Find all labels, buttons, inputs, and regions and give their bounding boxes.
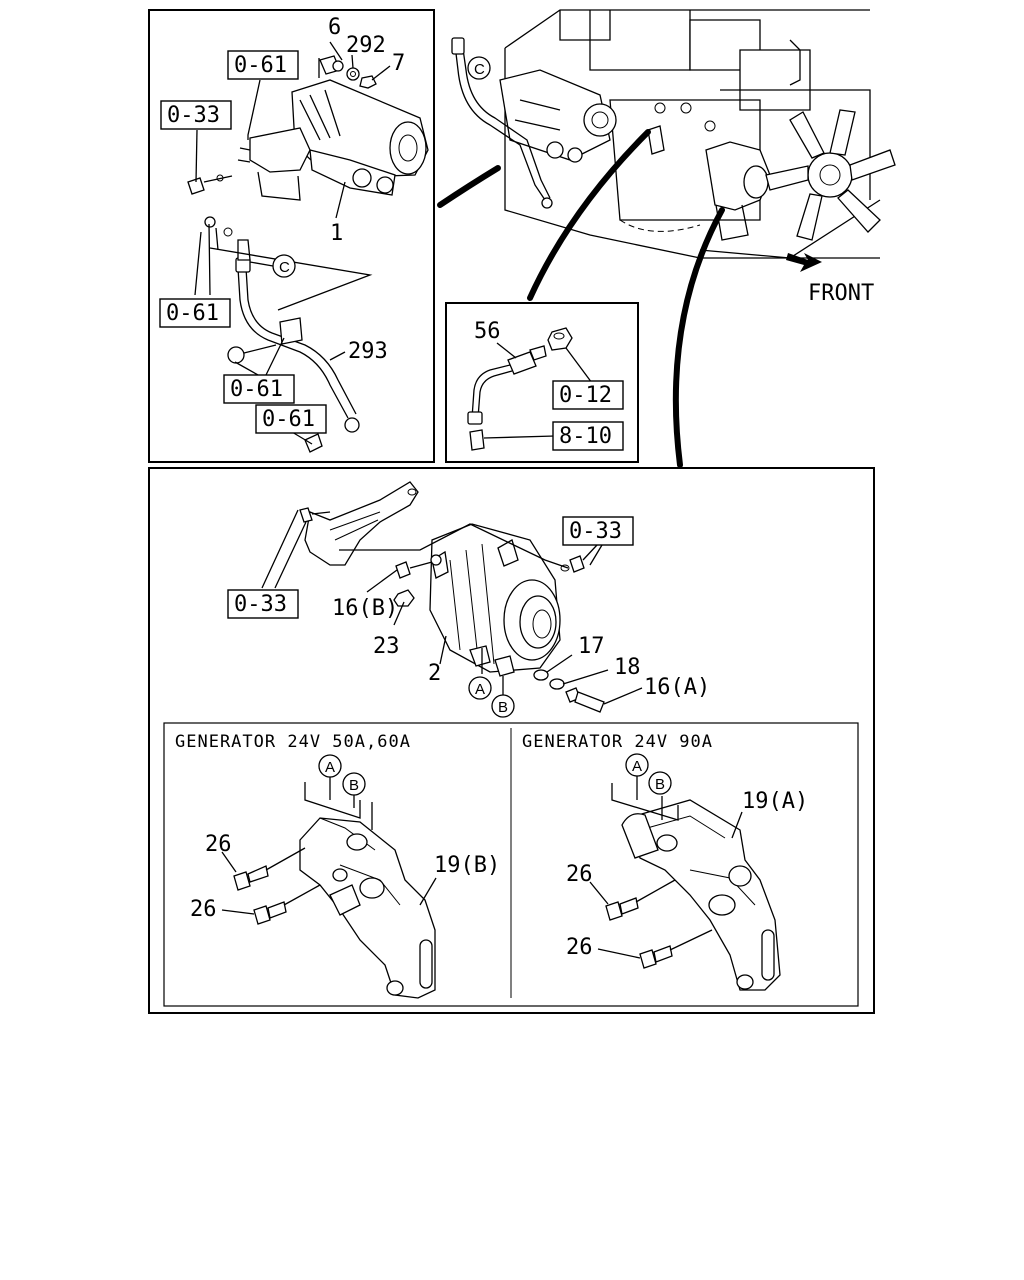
sensor-nut [547,327,573,351]
part-26-right-1: 26 [566,862,593,887]
part-17: 17 [578,634,605,659]
ref-033-left: 0-33 [167,103,220,128]
part-18: 18 [614,655,641,680]
leader-sensor [527,129,651,301]
ref-box-810 [552,421,624,451]
connector-a-right-label: A [632,758,642,775]
bolt-26-left-1 [233,871,251,891]
ref-012: 0-12 [559,383,612,408]
connector-b-left-label: B [349,777,359,794]
connector-b-gen [491,694,515,718]
nut-top [204,216,216,228]
connector-a-gen [468,676,492,700]
connector-b-right-label: B [655,776,665,793]
leader-starter [437,165,501,208]
part-26-left-1: 26 [205,832,232,857]
leader-generator [672,207,725,468]
part-6: 6 [328,15,341,40]
bolt-26-left-2 [253,905,271,925]
part-19b: 19(B) [434,853,500,878]
part-292: 292 [346,33,386,58]
starter-frame [148,9,435,463]
ref-box-061-bot [255,404,327,434]
connector-b-right [648,771,672,795]
connector-c-starter-label: C [279,259,290,276]
part-56: 56 [474,319,501,344]
part-19a: 19(A) [742,789,808,814]
engine-overview [451,9,896,272]
adjust-bracket [299,481,419,566]
part-16a: 16(A) [644,675,710,700]
part-16b: 16(B) [332,596,398,621]
ref-061-bot: 0-61 [262,407,315,432]
ref-033-gen-right: 0-33 [569,519,622,544]
starter-motor [237,55,429,201]
part-1: 1 [330,221,343,246]
ref-810: 8-10 [559,424,612,449]
front-arrow-icon [786,253,822,272]
bolt-26-right-1 [605,901,623,921]
connector-c-engine [467,56,491,80]
sensor-frame [445,302,639,463]
connector-c-engine-label: C [474,61,485,78]
ref-box-061-mid [159,298,231,328]
ref-033-gen-left: 0-33 [234,592,287,617]
panel-left-title: GENERATOR 24V 50A,60A [175,732,411,752]
bracket-variants-frame [163,722,859,1007]
generator [429,523,561,677]
panel-right-title: GENERATOR 24V 90A [522,732,713,752]
bolt-26-right-2 [639,949,657,969]
part-26-right-2: 26 [566,935,593,960]
connector-b-gen-label: B [498,699,508,716]
ref-box-033-left [160,100,232,130]
nut-23 [393,589,415,607]
ref-061-top: 0-61 [234,53,287,78]
battery-cable [227,239,360,433]
ref-061-low: 0-61 [230,377,283,402]
part-7: 7 [392,51,405,76]
part-2: 2 [428,661,441,686]
ref-box-033-gen-right [562,516,634,546]
ref-box-012 [552,380,624,410]
connector-a-left-label: A [325,759,335,776]
washer-17 [533,669,549,681]
ref-box-061-low [223,374,295,404]
fan-icon [765,109,896,241]
part-293: 293 [348,339,388,364]
ref-box-033-gen-left [227,589,299,619]
sensor-wire [467,345,547,451]
part-23: 23 [373,634,400,659]
bolt-16b [395,561,411,579]
washer-18 [549,678,565,690]
bracket-19a [621,799,781,991]
ref-061-mid: 0-61 [166,301,219,326]
ref-box-061-top [227,50,299,80]
bracket-19b [299,817,436,999]
connector-a-gen-label: A [475,681,485,698]
front-label: FRONT [808,281,874,306]
generator-frame [148,467,875,1014]
part-26-left-2: 26 [190,897,217,922]
